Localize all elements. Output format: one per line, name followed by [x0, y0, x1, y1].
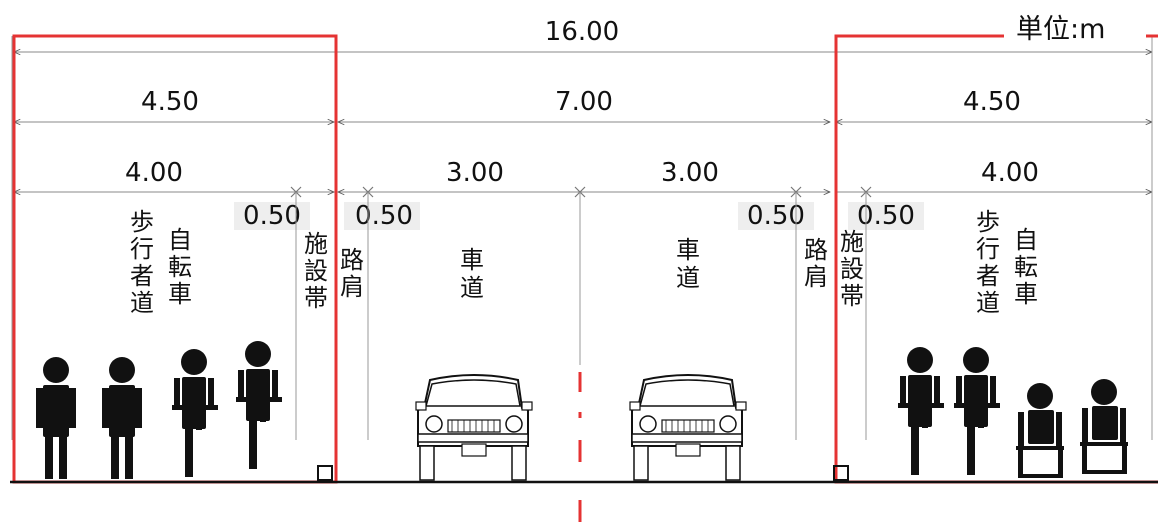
- wheelchair-user-icon: [1016, 383, 1064, 478]
- pedestrian-icon: [36, 357, 76, 479]
- label-right-bike: 自転車: [1014, 226, 1038, 308]
- dimension-total-label: 16.00: [545, 17, 619, 47]
- dimension-carriageway: 7.00: [555, 87, 613, 117]
- wheelchair-user-icon: [1080, 379, 1128, 474]
- label-lane-right: 車道: [676, 236, 700, 292]
- label-left-bike: 自転車: [168, 226, 192, 308]
- dimension-right-side: 4.50: [963, 87, 1021, 117]
- dimension-lane-left: 3.00: [446, 158, 504, 188]
- dimension-left-side: 4.50: [141, 87, 199, 117]
- dimension-right-facility: 0.50: [857, 201, 915, 231]
- label-left-shoulder: 路肩: [340, 246, 364, 301]
- cyclist-icon: [236, 341, 282, 469]
- dimension-small: 0.50 0.50 0.50 0.50: [234, 201, 924, 231]
- cyclist-icon: [172, 349, 218, 477]
- label-lane-left: 車道: [460, 246, 484, 302]
- boundary-lines: [11, 36, 1153, 440]
- dimension-level2: 4.50 7.00 4.50: [14, 87, 1152, 122]
- label-left-sidewalk: 歩行者道: [130, 208, 154, 317]
- dimension-left-walk: 4.00: [125, 158, 183, 188]
- dimension-right-walk: 4.00: [981, 158, 1039, 188]
- label-right-shoulder: 路肩: [804, 236, 828, 291]
- dimension-left-shoulder: 0.50: [355, 201, 413, 231]
- left-facility-marker: [317, 465, 333, 481]
- label-right-sidewalk: 歩行者道: [976, 208, 1000, 317]
- dimension-left-facility: 0.50: [243, 201, 301, 231]
- label-left-facility: 施設帯: [304, 230, 328, 312]
- dimension-level3: 4.00 3.00 3.00 4.00: [14, 158, 1152, 198]
- pedestrian-icon: [102, 357, 142, 479]
- right-facility-marker: [833, 465, 849, 481]
- label-right-facility: 施設帯: [840, 228, 864, 310]
- dimension-total: 16.00: [14, 17, 1152, 52]
- car-icon: [629, 374, 747, 481]
- unit-label-bg: [1002, 12, 1147, 44]
- cyclist-icon: [898, 347, 944, 475]
- dimension-lane-right: 3.00: [661, 158, 719, 188]
- car-icon: [415, 374, 533, 481]
- dimension-right-shoulder: 0.50: [747, 201, 805, 231]
- unit-label: 単位:m: [1016, 14, 1105, 45]
- cyclist-icon: [954, 347, 1000, 475]
